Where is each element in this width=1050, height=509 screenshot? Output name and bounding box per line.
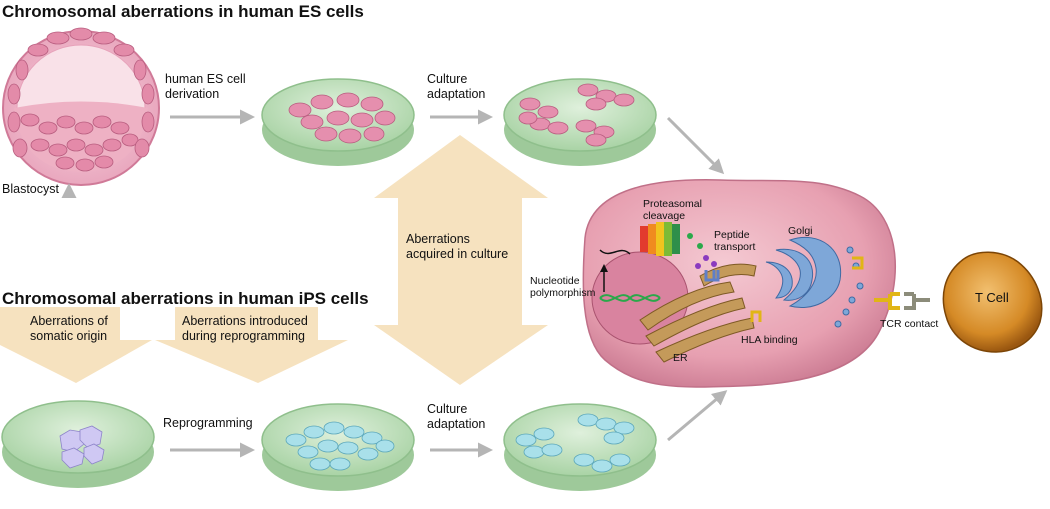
antigen-presenting-cell — [582, 179, 896, 388]
ips-heading: Chromosomal aberrations in human iPS cel… — [2, 289, 369, 308]
peptide-transport-label: Peptide transport — [714, 229, 756, 253]
reprogramming-introduced-arrow — [155, 307, 348, 383]
reprogramming-introduced-label: Aberrations introduced during reprogramm… — [182, 314, 308, 343]
er-label: ER — [673, 352, 688, 364]
blastocyst-label: Blastocyst — [2, 182, 59, 196]
reprogramming-label: Reprogramming — [163, 416, 253, 430]
hla-molecules — [750, 256, 864, 322]
arrow-to-cell-bottom — [667, 390, 728, 442]
golgi-apparatus — [765, 236, 864, 328]
peptide-dots — [687, 233, 717, 269]
somatic-origin-label: Aberrations of somatic origin — [30, 314, 108, 343]
tcr-contact-label: TCR contact — [880, 318, 939, 330]
dish-ips-3 — [503, 403, 657, 491]
t-cell — [942, 251, 1043, 353]
er-organelle — [639, 263, 757, 363]
nucleotide-polymorphism-label: Nucleotide polymorphism — [530, 275, 596, 299]
proteasome — [640, 222, 680, 256]
blastocyst-illustration — [2, 27, 160, 186]
acquired-culture-double-arrow — [374, 135, 548, 385]
golgi-label: Golgi — [788, 225, 813, 237]
dish-ips-1 — [1, 400, 155, 488]
dish-es-1 — [261, 78, 415, 166]
hla-binding-label: HLA binding — [741, 334, 798, 346]
dish-ips-2 — [261, 403, 415, 491]
es-derivation-label: human ES cell derivation — [165, 72, 246, 101]
acquired-culture-label: Aberrations acquired in culture — [406, 232, 509, 261]
dna-polymorphism-icon — [599, 294, 661, 302]
dish-es-2 — [503, 78, 657, 166]
culture-adaptation-bottom-label: Culture adaptation — [427, 402, 486, 431]
mrna-strand — [599, 249, 631, 255]
tcr-connection — [874, 292, 930, 310]
polymorphism-pointer-head — [600, 264, 608, 272]
proteasomal-label: Proteasomal cleavage — [643, 198, 702, 222]
tap-transporter-icon — [704, 270, 720, 282]
somatic-origin-arrow — [0, 307, 152, 383]
culture-adaptation-top-label: Culture adaptation — [427, 72, 486, 101]
arrow-to-cell-top — [666, 116, 725, 175]
t-cell-label: T Cell — [975, 290, 1009, 305]
es-heading: Chromosomal aberrations in human ES cell… — [2, 2, 364, 21]
